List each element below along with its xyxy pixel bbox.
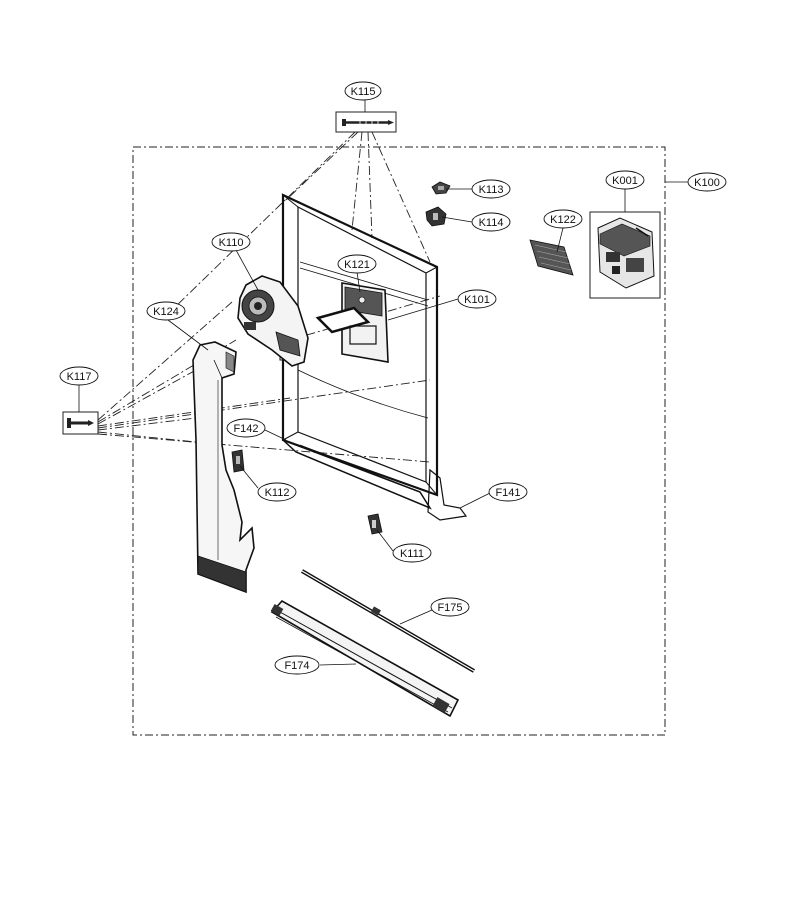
callout-k110: K110 [211,232,251,252]
callout-k101-label: K101 [464,294,490,306]
callout-k110-label: K110 [219,237,244,249]
callout-k121: K121 [337,254,377,274]
callout-k122: K122 [543,209,583,229]
callout-k100-label: K100 [694,177,720,189]
callout-f141: F141 [488,482,528,502]
callout-k113-label: K113 [479,184,504,196]
hook-k112 [231,449,245,473]
callout-k114-label: K114 [479,217,504,229]
callout-k121-label: K121 [344,259,370,271]
control-module-k001 [597,217,655,289]
callout-k100: K100 [687,172,727,192]
callout-k124-label: K124 [153,306,179,318]
callout-f142: F142 [226,418,266,438]
latch-assembly-k110 [237,275,309,367]
callout-f175-label: F175 [437,602,462,614]
callout-f174-label: F174 [284,660,309,672]
callout-k101: K101 [457,289,497,309]
callout-k112: K112 [257,482,297,502]
callout-f175: F175 [430,597,470,617]
rod-f175 [300,569,476,673]
callout-k115-label: K115 [351,86,376,98]
callout-k122-label: K122 [550,214,576,226]
callout-k115: K115 [344,81,382,101]
callout-k001: K001 [605,170,645,190]
side-trim-k124 [192,341,255,594]
vent-grille-k122 [529,239,574,276]
dispenser-k121 [315,282,389,363]
callout-k112-label: K112 [265,487,290,499]
bracket-k114 [425,206,447,227]
callout-k117-label: K117 [67,371,92,383]
callout-k124: K124 [146,301,186,321]
clip-k113 [431,181,451,195]
callout-k113: K113 [471,179,511,199]
callout-k117: K117 [59,366,99,386]
callout-f141-label: F141 [495,487,520,499]
callout-k111-label: K111 [400,548,424,560]
callout-k111: K111 [392,543,432,563]
callout-f142-label: F142 [233,423,258,435]
callout-k114: K114 [471,212,511,232]
callout-k001-label: K001 [612,175,638,187]
screw-k117 [62,411,99,435]
assembly-lines [97,131,441,463]
bracket-k111 [367,513,383,535]
rail-f174 [270,599,460,718]
callout-f174: F174 [274,655,320,675]
screw-k115 [335,111,397,133]
leader-lines [78,100,688,666]
